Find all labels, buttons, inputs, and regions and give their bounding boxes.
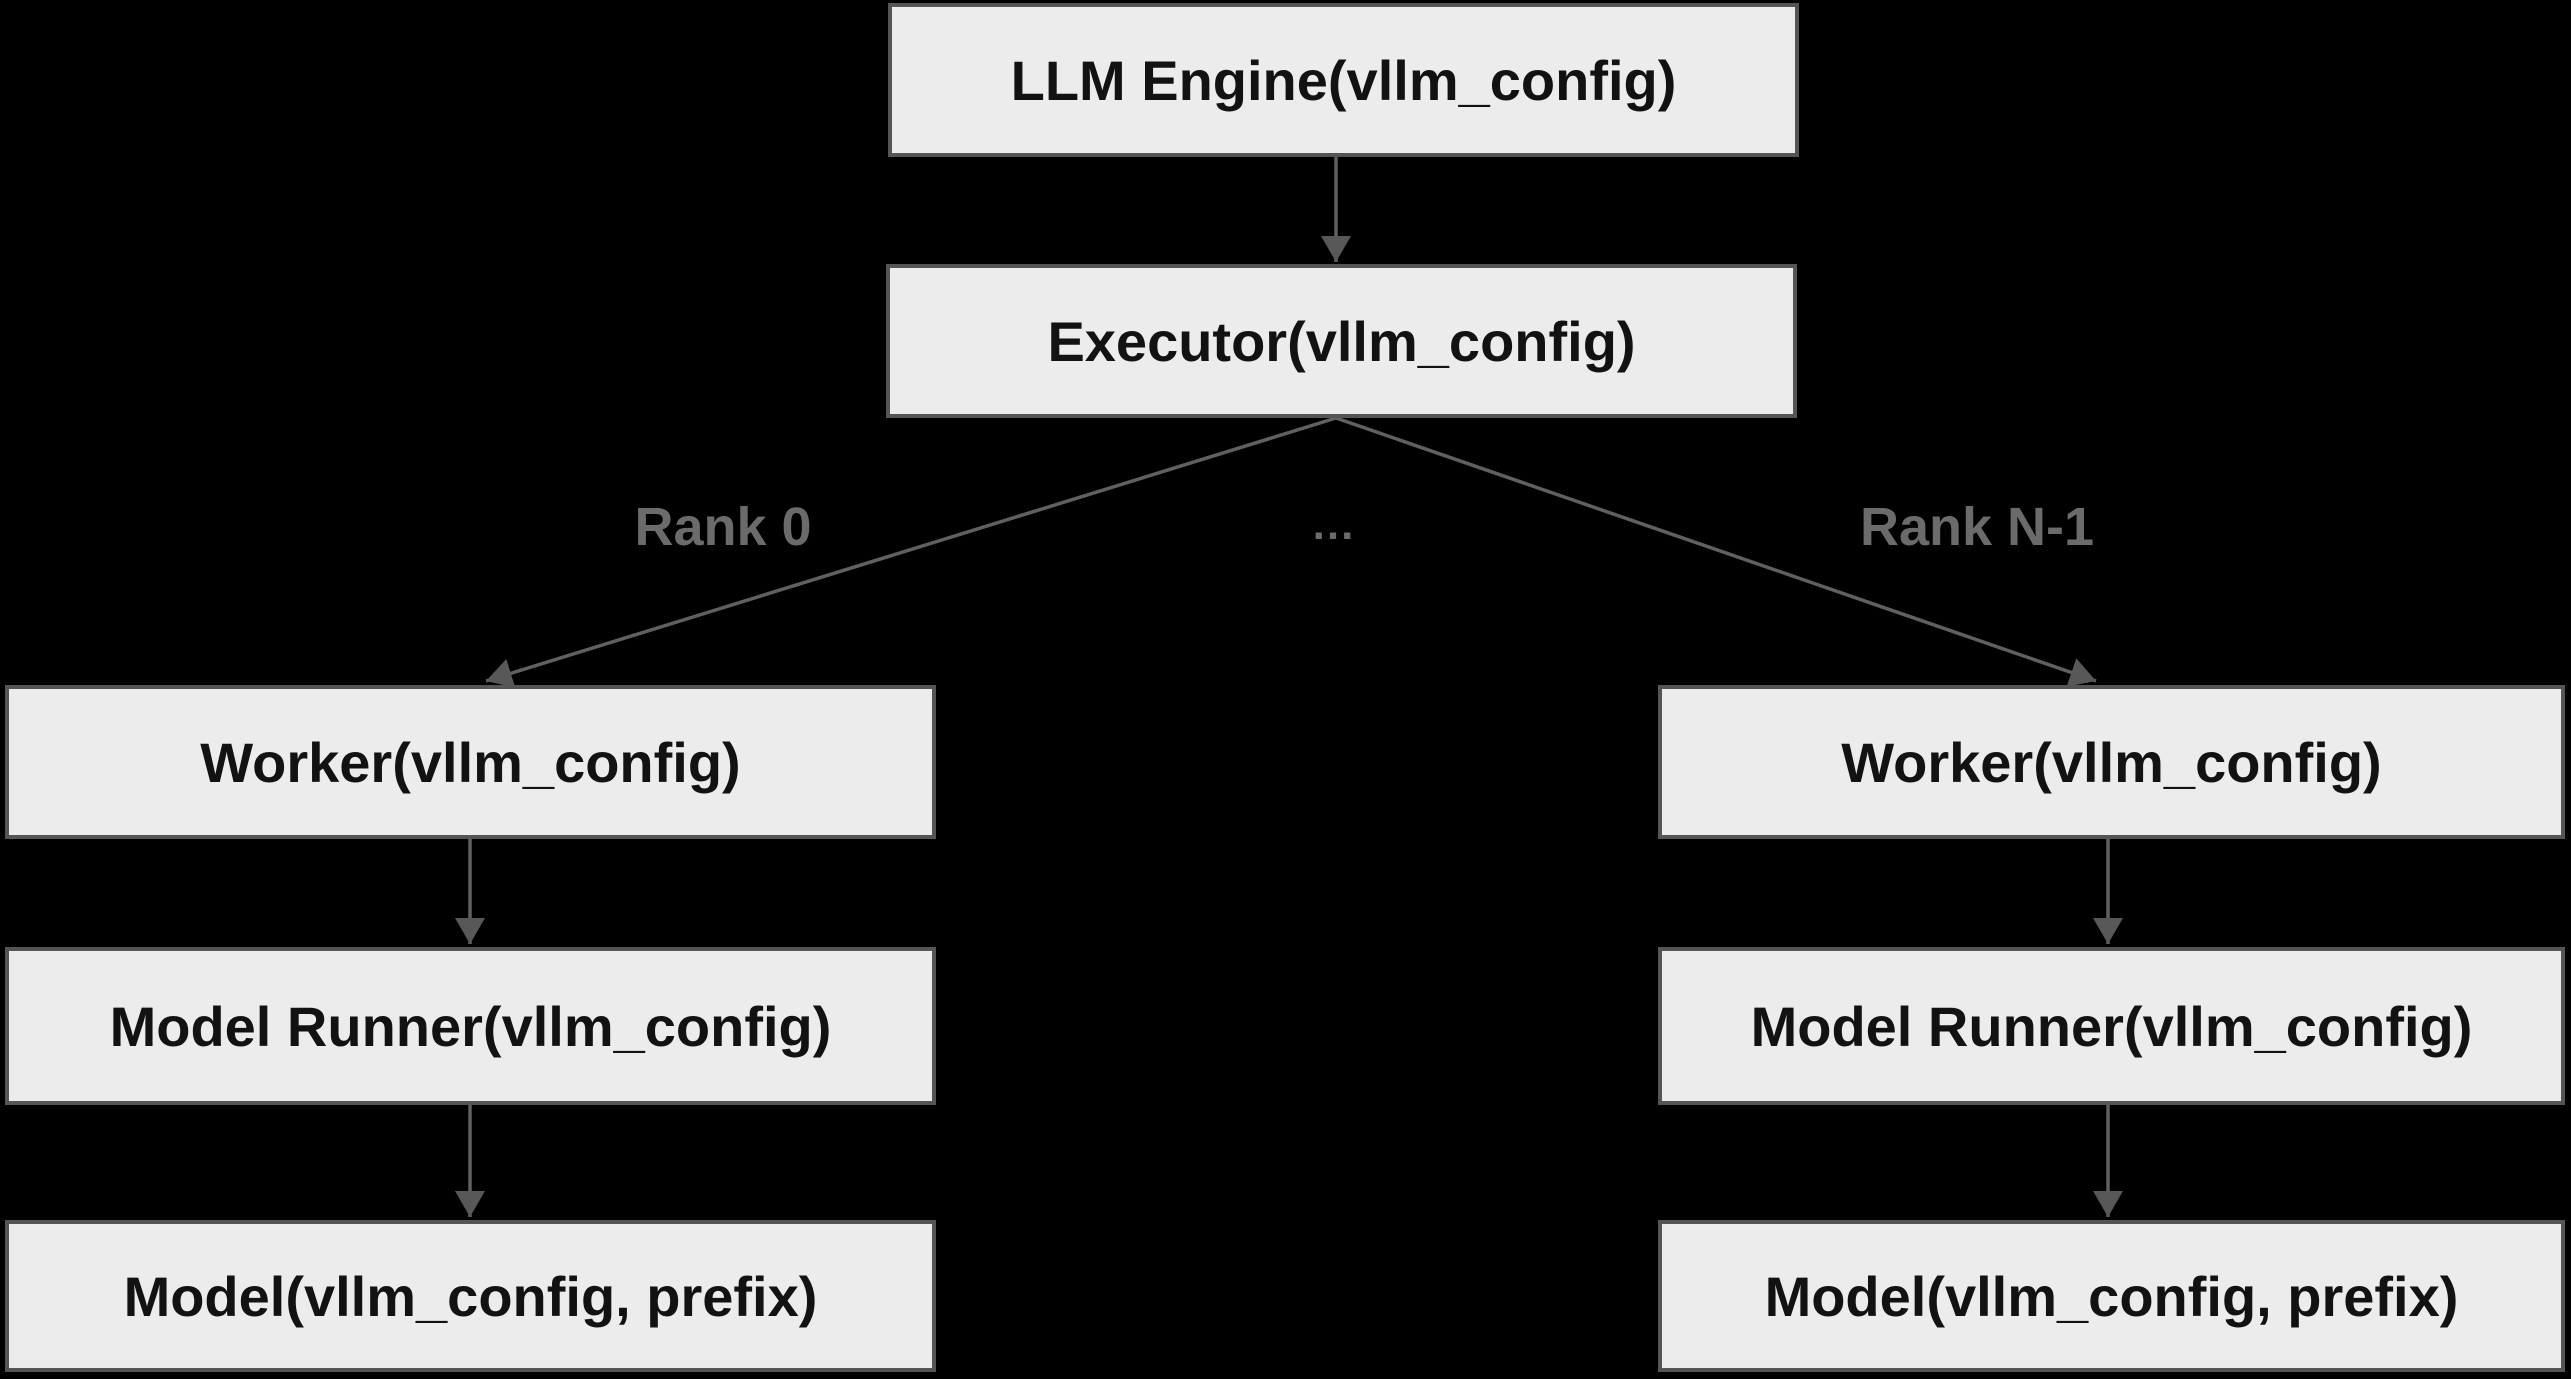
- node-model-runner-0-label: Model Runner(vllm_config): [109, 994, 832, 1058]
- node-llm-engine: LLM Engine(vllm_config): [888, 3, 1799, 157]
- edge-executor-to-worker-n: [1335, 416, 2097, 687]
- edge-executor-to-worker-0: [485, 416, 1337, 688]
- node-executor-label: Executor(vllm_config): [1047, 309, 1636, 373]
- node-model-n-label: Model(vllm_config, prefix): [1764, 1264, 2459, 1328]
- node-llm-engine-label: LLM Engine(vllm_config): [1010, 48, 1677, 112]
- edge-label-rank-0: Rank 0: [634, 497, 812, 557]
- node-worker-n-label: Worker(vllm_config): [1841, 730, 2382, 794]
- node-model-0-label: Model(vllm_config, prefix): [123, 1264, 818, 1328]
- node-model-runner-0: Model Runner(vllm_config): [5, 947, 936, 1105]
- node-model-0: Model(vllm_config, prefix): [5, 1220, 936, 1372]
- edge-label-ellipsis: ...: [1312, 500, 1356, 549]
- node-worker-n: Worker(vllm_config): [1658, 685, 2565, 839]
- node-worker-0-label: Worker(vllm_config): [200, 730, 741, 794]
- node-executor: Executor(vllm_config): [886, 264, 1797, 418]
- node-model-runner-n: Model Runner(vllm_config): [1658, 947, 2565, 1105]
- node-model-n: Model(vllm_config, prefix): [1658, 1220, 2565, 1372]
- node-model-runner-n-label: Model Runner(vllm_config): [1750, 994, 2473, 1058]
- edge-label-rank-n-1: Rank N-1: [1859, 497, 2095, 557]
- node-worker-0: Worker(vllm_config): [5, 685, 936, 839]
